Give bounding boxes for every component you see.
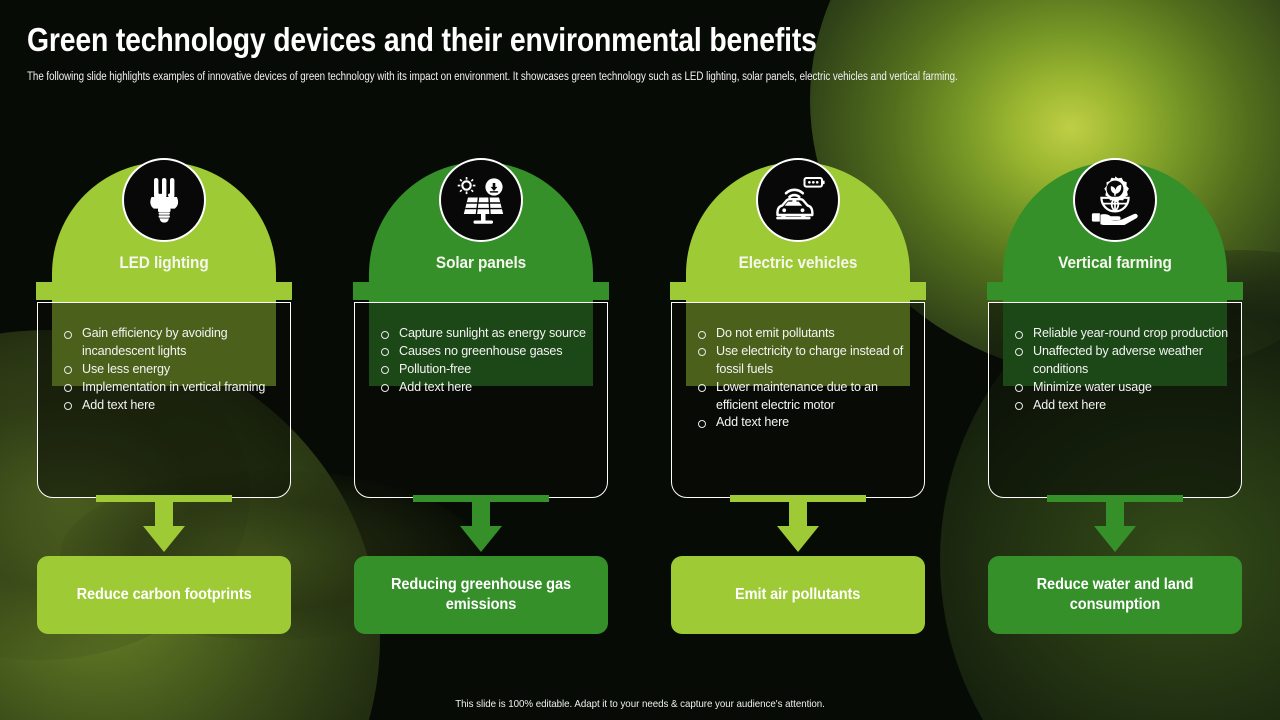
bullet-item: Do not emit pollutants [690, 325, 912, 343]
column-connector [27, 495, 301, 556]
bullet-item: Minimize water usage [1007, 379, 1229, 397]
outcome-label: Emit air pollutants [735, 585, 861, 603]
slide-header: Green technology devices and their envir… [27, 21, 1127, 85]
column-connector [661, 495, 935, 556]
column-4: Vertical farming Reliable year-round cro… [978, 150, 1252, 634]
column-title: LED lighting [119, 254, 209, 272]
bullet-item: Pollution-free [373, 361, 595, 379]
bullet-item: Use less energy [56, 361, 278, 379]
column-detail-card: Gain efficiency by avoiding incandescent… [37, 302, 291, 498]
dome-base-bar [670, 282, 926, 300]
connector-bar [730, 495, 866, 502]
down-arrow-icon [133, 500, 195, 552]
outcome-label: Reduce carbon footprints [76, 585, 252, 603]
bullet-item: Capture sunlight as energy source [373, 325, 595, 343]
electric-car-icon [756, 158, 840, 242]
column-header-dome: LED lighting [27, 150, 301, 386]
dome-base-bar [36, 282, 292, 300]
column-connector [344, 495, 618, 556]
bullet-item: Gain efficiency by avoiding incandescent… [56, 325, 278, 361]
dome-base-bar [987, 282, 1243, 300]
gear-leaf-globe-hand-icon [1073, 158, 1157, 242]
bullet-item: Lower maintenance due to an efficient el… [690, 379, 912, 415]
column-header-dome: Solar panels [344, 150, 618, 386]
bullet-item: Add text here [1007, 397, 1229, 415]
column-2: Solar panels Capture sunlight as energy … [344, 150, 618, 634]
column-1: LED lighting Gain efficiency by avoiding… [27, 150, 301, 634]
column-header-dome: Electric vehicles [661, 150, 935, 386]
bullet-item: Unaffected by adverse weather conditions [1007, 343, 1229, 379]
outcome-box: Emit air pollutants [671, 556, 925, 634]
slide-subtitle: The following slide highlights examples … [27, 70, 958, 83]
dome-base-bar [353, 282, 609, 300]
column-header-dome: Vertical farming [978, 150, 1252, 386]
column-title: Electric vehicles [738, 254, 858, 272]
down-arrow-icon [450, 500, 512, 552]
connector-bar [413, 495, 549, 502]
page-title: Green technology devices and their envir… [27, 21, 817, 58]
column-title: Vertical farming [1058, 254, 1172, 272]
outcome-label: Reduce water and land consumption [1036, 575, 1194, 613]
column-3: Electric vehicles Do not emit pollutants… [661, 150, 935, 634]
column-connector [978, 495, 1252, 556]
slide-footer-note: This slide is 100% editable. Adapt it to… [455, 698, 825, 710]
bullet-item: Implementation in vertical framing [56, 379, 278, 397]
bullet-item: Use electricity to charge instead of fos… [690, 343, 912, 379]
bullet-item: Reliable year-round crop production [1007, 325, 1229, 343]
bullet-list: Gain efficiency by avoiding incandescent… [56, 325, 278, 414]
bullet-item: Add text here [690, 414, 912, 432]
down-arrow-icon [1084, 500, 1146, 552]
bullet-item: Causes no greenhouse gases [373, 343, 595, 361]
bullet-item: Add text here [373, 379, 595, 397]
bullet-item: Add text here [56, 397, 278, 415]
outcome-box: Reducing greenhouse gas emissions [354, 556, 608, 634]
column-title: Solar panels [435, 254, 527, 272]
outcome-box: Reduce water and land consumption [988, 556, 1242, 634]
outcome-box: Reduce carbon footprints [37, 556, 291, 634]
outcome-label: Reducing greenhouse gas emissions [390, 575, 572, 613]
lightbulb-cfl-icon [122, 158, 206, 242]
down-arrow-icon [767, 500, 829, 552]
solar-panel-icon [439, 158, 523, 242]
